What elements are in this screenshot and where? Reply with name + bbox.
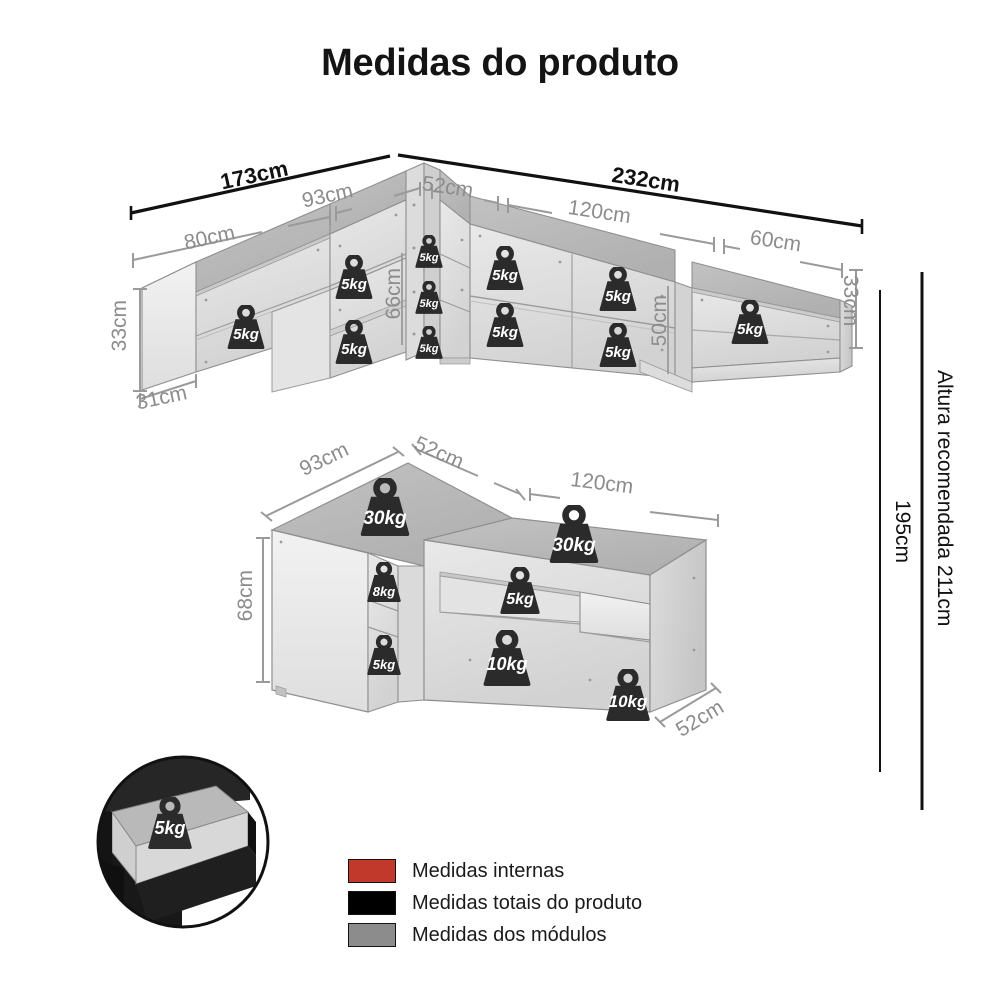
legend-item-totais: Medidas totais do produto	[348, 890, 642, 916]
dim-52cm-top	[431, 184, 499, 211]
page-title: Medidas do produto	[321, 42, 679, 84]
drawer-inset-group	[96, 755, 270, 929]
bottom-diagram-group	[256, 443, 722, 728]
dim-33cm-right	[849, 269, 863, 349]
dim-93cm-top	[335, 182, 421, 221]
dim-33cm-left	[133, 288, 147, 392]
dim-93cm-bottom	[260, 446, 405, 522]
module-52cm	[439, 168, 471, 365]
legend-swatch-gray	[348, 923, 396, 947]
dim-232cm	[397, 153, 864, 234]
legend-swatch-red	[348, 859, 396, 883]
dim-120cm-bottom	[529, 488, 719, 527]
dim-60cm	[723, 239, 843, 278]
module-80cm	[141, 203, 331, 393]
dim-120cm-top	[507, 198, 715, 252]
module-60cm	[691, 261, 853, 383]
legend-item-internas: Medidas internas	[348, 858, 642, 884]
top-diagram-group	[129, 153, 864, 406]
legend: Medidas internas Medidas totais do produ…	[348, 858, 642, 948]
dim-80cm	[132, 210, 331, 268]
dim-31cm	[139, 374, 197, 406]
legend-swatch-black	[348, 891, 396, 915]
legend-label-internas: Medidas internas	[412, 860, 565, 882]
dim-52cm-bottom-top	[411, 443, 526, 501]
legend-label-modulos: Medidas dos módulos	[412, 924, 607, 946]
module-120cm	[469, 195, 693, 393]
dim-52cm-depth	[654, 682, 722, 728]
dim-68cm	[256, 537, 270, 683]
legend-label-totais: Medidas totais do produto	[412, 892, 643, 914]
legend-item-modulos: Medidas dos módulos	[348, 922, 642, 948]
height-guide	[879, 272, 924, 810]
dim-173cm	[129, 154, 391, 220]
